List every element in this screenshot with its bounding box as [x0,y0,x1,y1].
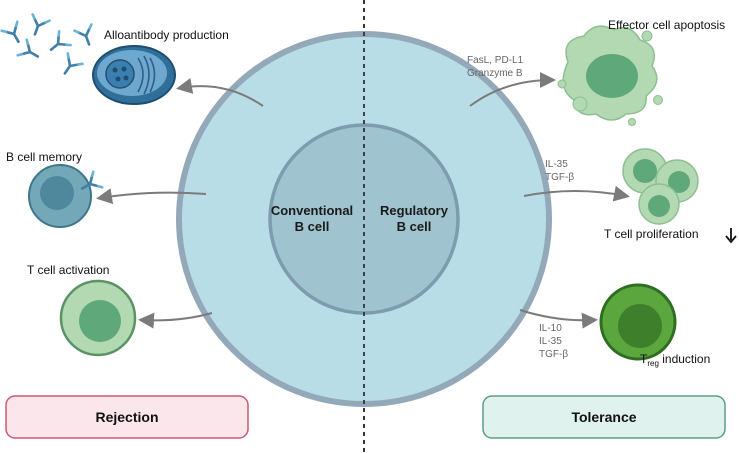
down-arrow-icon [725,228,737,244]
proliferation-factor-2: TGF-β [545,172,574,183]
arrow-to-treg [519,309,598,329]
alloantibody-label: Alloantibody production [104,28,229,42]
antibody-icon [0,13,99,80]
arrow-to-memory [96,188,207,205]
treg-induction-label: Treg induction [640,352,710,368]
tolerance-box: Tolerance [482,395,726,439]
memory-label: B cell memory [6,150,82,164]
memory-b-cell-icon [28,164,104,228]
apoptosis-label: Effector cell apoptosis [608,18,725,32]
treg-factor-3: TGF-β [539,349,568,360]
proliferating-t-cells-icon [622,148,699,225]
arrow-to-alloantibody [176,78,264,107]
plasma-cell-icon [92,45,176,105]
rejection-box: Rejection [5,395,249,439]
tolerance-label: Tolerance [571,409,636,425]
regulatory-label: Regulatory [380,203,449,218]
treg-factor-2: IL-35 [539,336,562,347]
t-cell-icon [59,279,137,357]
treg-factor-1: IL-10 [539,323,562,334]
conventional-label: Conventional [271,203,353,218]
t-activation-label: T cell activation [27,263,109,277]
proliferation-label: T cell proliferation [604,227,699,241]
rejection-label: Rejection [95,409,158,425]
regulatory-label-2: B cell [397,219,432,234]
arrow-to-proliferation [523,185,630,202]
apoptosis-factor-2: Granzyme B [467,68,523,79]
treg-cell-icon [599,283,677,361]
apoptotic-cell-icon [557,25,663,126]
proliferation-factor-1: IL-35 [545,159,568,170]
apoptosis-factor-1: FasL, PD-L1 [467,55,524,66]
arrow-to-apoptosis [469,72,556,107]
arrow-to-t-cell [138,312,213,329]
central-b-cell: Conventional B cell Regulatory B cell [176,0,552,453]
conventional-label-2: B cell [295,219,330,234]
